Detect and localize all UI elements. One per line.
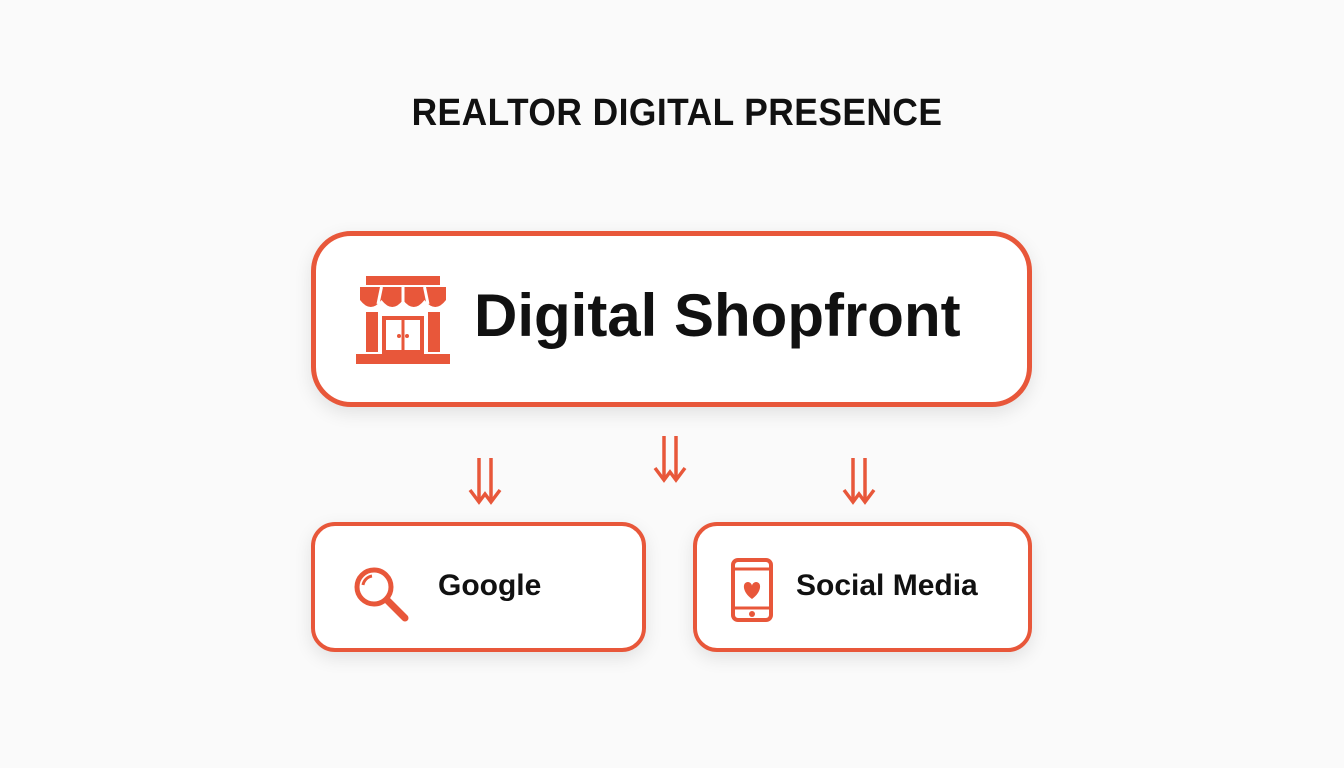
social-media-node: Social Media bbox=[693, 522, 1032, 652]
digital-shopfront-label: Digital Shopfront bbox=[474, 282, 961, 349]
social-media-label: Social Media bbox=[796, 569, 978, 602]
double-down-arrow-icon bbox=[468, 458, 502, 505]
smartphone-heart-icon bbox=[731, 558, 773, 622]
search-icon bbox=[354, 567, 409, 622]
digital-shopfront-node: Digital Shopfront bbox=[311, 231, 1032, 407]
page-title: REALTOR DIGITAL PRESENCE bbox=[411, 92, 943, 134]
storefront-icon bbox=[356, 276, 450, 364]
google-node: Google bbox=[311, 522, 646, 652]
google-label: Google bbox=[438, 569, 542, 602]
double-down-arrow-icon bbox=[653, 436, 687, 483]
double-down-arrow-icon bbox=[842, 458, 876, 505]
